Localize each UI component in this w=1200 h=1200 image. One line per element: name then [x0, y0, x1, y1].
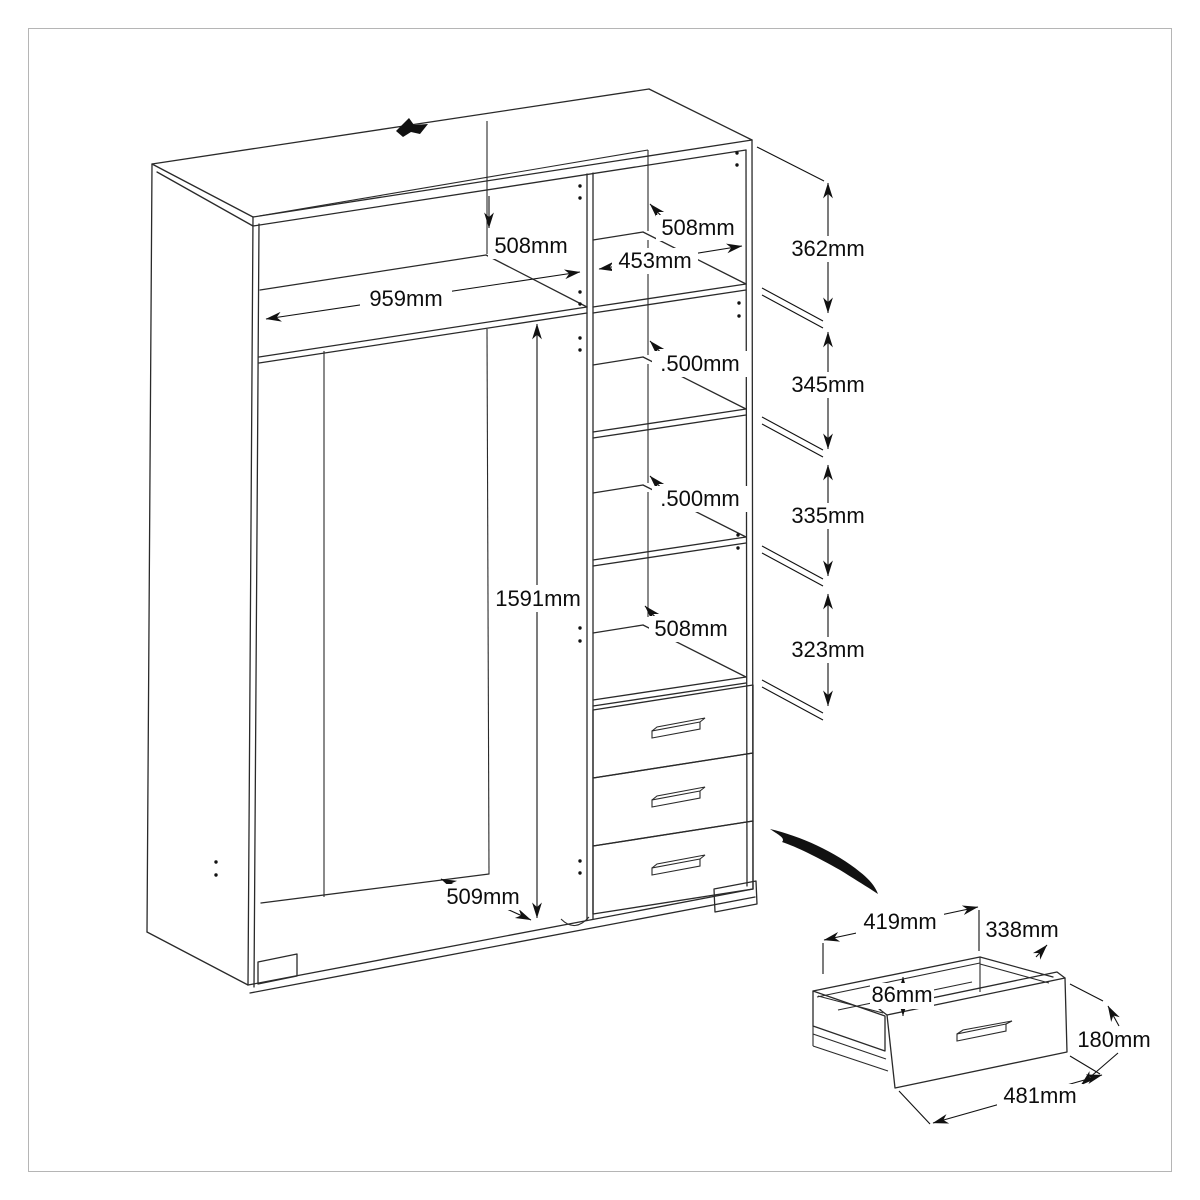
- dim-label-shelf-depth-1: .500mm: [660, 351, 739, 376]
- dim-label-compartment-4: 323mm: [791, 637, 864, 662]
- dimension-detail-depth: 338mm: [985, 917, 1059, 960]
- dimension-chain-right: 362mm 345mm 335mm 323mm: [756, 146, 871, 721]
- dimension-detail-back-width: 419mm: [822, 905, 980, 974]
- dimension-top-shelf-depth: 508mm: [484, 196, 574, 259]
- wardrobe-structure: [146, 88, 758, 994]
- dim-label-right-top-depth: 508mm: [661, 215, 734, 240]
- drawer-detail-structure: [812, 956, 1068, 1089]
- dim-label-compartment-2: 345mm: [791, 372, 864, 397]
- interior-back-edges: [258, 149, 649, 897]
- dim-label-shelf-depth-2: .500mm: [660, 486, 739, 511]
- drawer-handle-icon: [651, 854, 706, 876]
- dim-label-detail-depth: 338mm: [985, 917, 1058, 942]
- dim-label-top-shelf-depth: 508mm: [494, 233, 567, 258]
- dim-label-detail-front-height: 180mm: [1077, 1027, 1150, 1052]
- dimension-shelf-depth-2: .500mm: [649, 475, 748, 512]
- dim-label-top-shelf-width: 959mm: [369, 286, 442, 311]
- dim-label-detail-front-width: 481mm: [1003, 1083, 1076, 1108]
- bottom-panel: [247, 873, 756, 994]
- dim-label-floor-depth: 509mm: [446, 884, 519, 909]
- right-foot: [713, 880, 758, 913]
- detail-back-panel: [812, 956, 981, 992]
- drawer-handle-icon: [956, 1020, 1013, 1042]
- dimension-right-top-depth: 508mm: [649, 203, 742, 241]
- left-side-panel: [146, 163, 260, 988]
- dimension-floor-depth: 509mm: [440, 878, 532, 921]
- dimension-shelf-depth-1: .500mm: [649, 340, 748, 377]
- drawer-handle-icon: [651, 717, 706, 739]
- detail-pointer-arrow-icon: [770, 829, 878, 894]
- dimension-shelf-depth-3: 508mm: [644, 605, 735, 642]
- drawer-front-1: [592, 684, 754, 779]
- dimension-detail-side-height: 86mm: [870, 976, 934, 1017]
- dim-label-compartment-3: 335mm: [791, 503, 864, 528]
- cam-fitting-icon: [396, 118, 428, 137]
- dimension-detail-front-height: 180mm: [1069, 983, 1151, 1086]
- dimension-top-shelf-width: 959mm: [265, 269, 581, 322]
- dimension-hanging-height: 1591mm: [490, 323, 586, 919]
- centre-glide: [560, 916, 590, 927]
- dimension-right-inner-width: 453mm: [598, 243, 743, 274]
- top-panel: [151, 88, 753, 227]
- dim-label-detail-side-height: 86mm: [871, 982, 932, 1007]
- right-side-panel: [745, 139, 754, 890]
- dimension-detail-front-width: 481mm: [898, 1055, 1103, 1125]
- feet: [257, 880, 758, 985]
- dim-label-right-inner-width: 453mm: [618, 248, 691, 273]
- detail-front-panel: [886, 977, 1068, 1089]
- dim-label-shelf-depth-3: 508mm: [654, 616, 727, 641]
- page-frame: [28, 28, 1172, 1172]
- drawer-front-2: [592, 752, 754, 847]
- drawer-stack: [592, 684, 754, 915]
- detail-right-rail: [979, 956, 1054, 978]
- dim-label-detail-back-width: 419mm: [863, 909, 936, 934]
- screw-hole-dots: [214, 151, 741, 877]
- drawer-front-3: [592, 820, 754, 915]
- dim-label-hanging-height: 1591mm: [495, 586, 581, 611]
- dim-label-compartment-1: 362mm: [791, 236, 864, 261]
- drawer-detail: 419mm 338mm 86mm 180mm 481mm: [812, 905, 1151, 1125]
- left-foot: [257, 953, 298, 985]
- drawer-handle-icon: [651, 786, 706, 808]
